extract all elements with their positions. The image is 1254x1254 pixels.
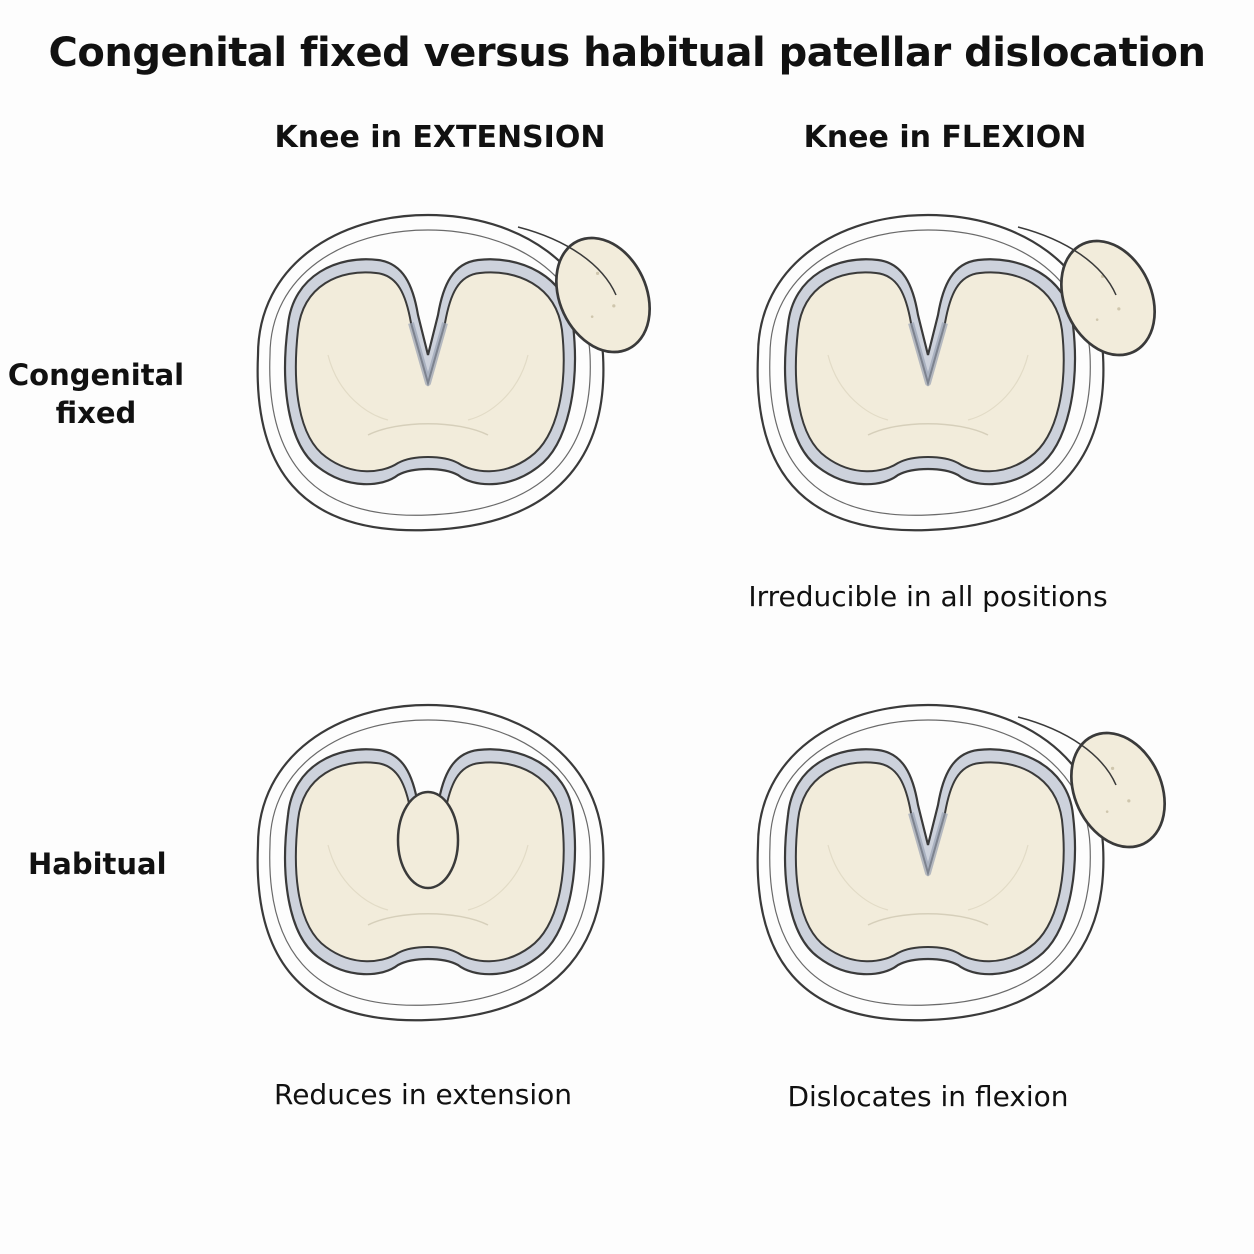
caption-reduces: Reduces in extension <box>274 1078 572 1111</box>
panel-congenital-flexion <box>718 205 1163 545</box>
column-header-extension: Knee in EXTENSION <box>274 120 606 155</box>
caption-irreducible: Irreducible in all positions <box>748 580 1108 613</box>
panel-habitual-flexion <box>718 695 1173 1035</box>
row-label-habitual: Habitual <box>28 847 167 881</box>
patella-in-groove <box>396 790 460 890</box>
panel-congenital-extension <box>218 205 658 545</box>
caption-dislocates: Dislocates in flexion <box>787 1080 1069 1113</box>
row-label-congenital: Congenital fixed <box>7 358 185 430</box>
column-header-flexion: Knee in FLEXION <box>803 120 1087 155</box>
femur-shape <box>258 215 604 530</box>
femur-shape <box>758 215 1104 530</box>
panel-habitual-extension <box>218 695 638 1035</box>
femur-shape <box>758 705 1104 1020</box>
diagram-title: Congenital fixed versus habitual patella… <box>48 30 1206 76</box>
